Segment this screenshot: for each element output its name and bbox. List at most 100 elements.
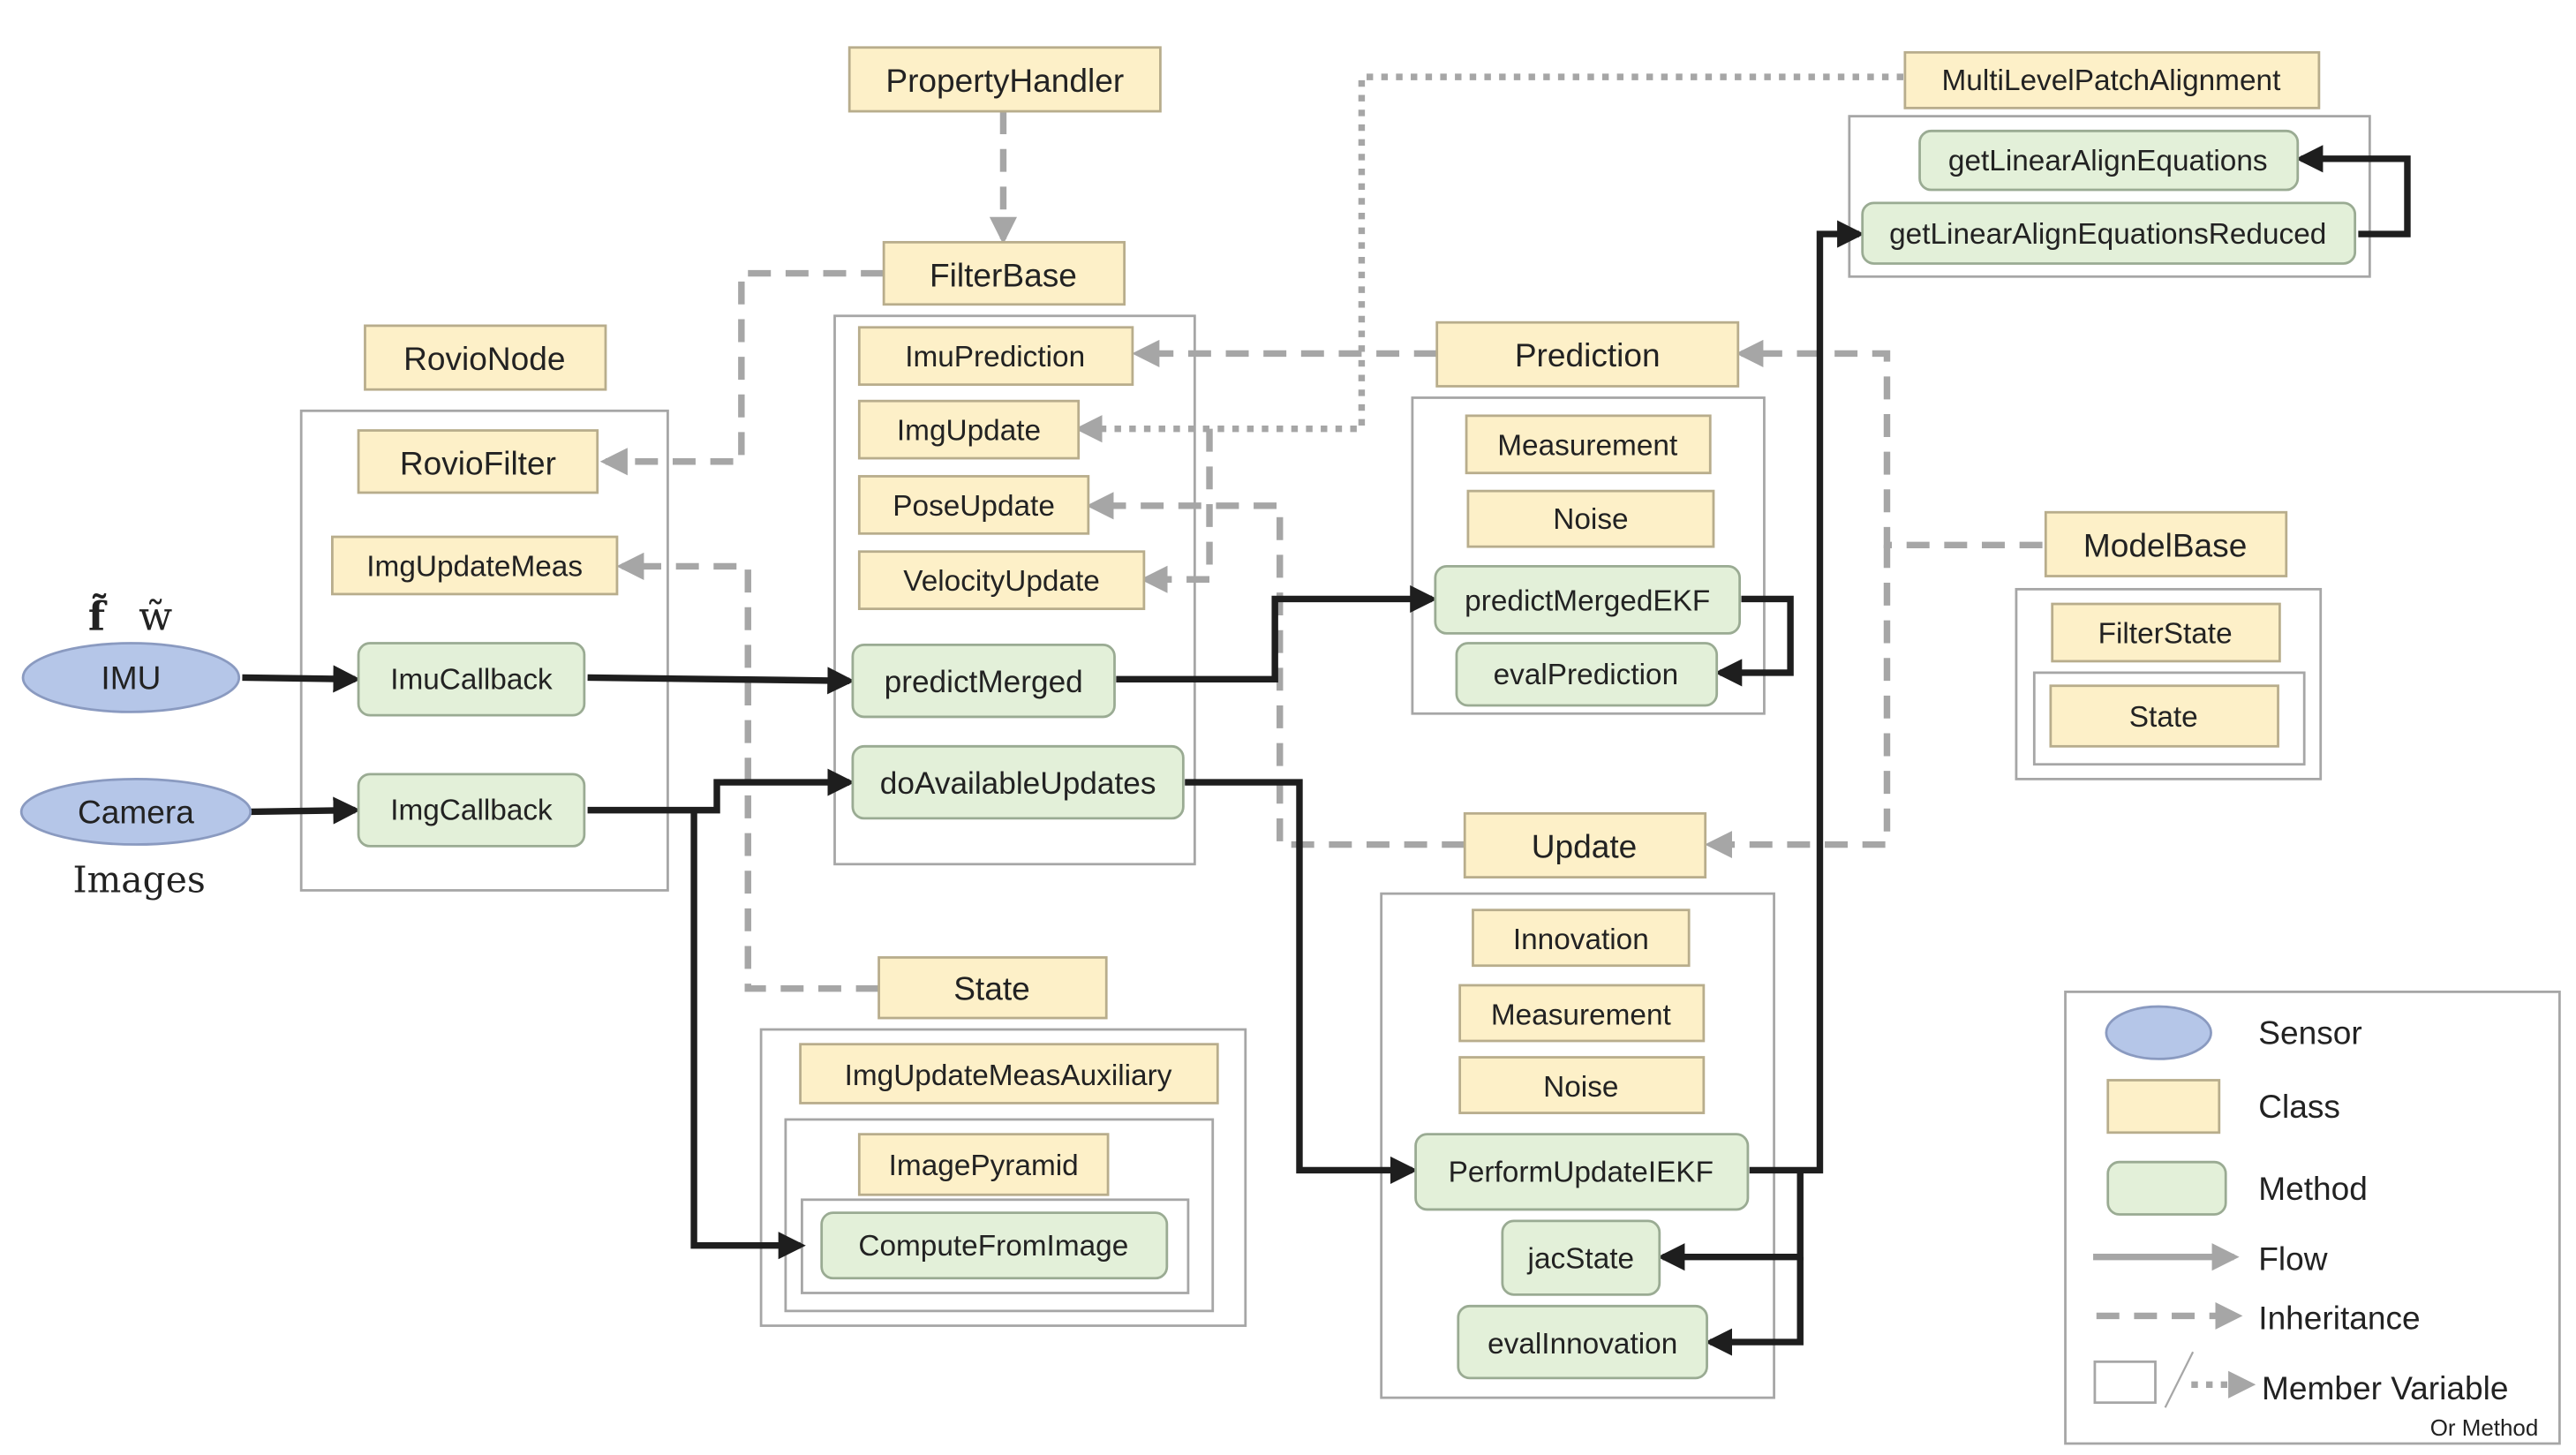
filter-base-container [833, 314, 1196, 866]
sensor-imu-shape [21, 642, 241, 713]
class-prediction-noise-label: Noise [1553, 503, 1628, 536]
class-prediction-label: Prediction [1515, 336, 1661, 373]
sensor-camera: Camera [19, 778, 252, 846]
method-get-linear-align-equations-reduced-box [1861, 201, 2357, 265]
method-eval-innovation-box [1457, 1304, 1708, 1380]
method-img-callback: ImgCallback [357, 773, 586, 848]
method-do-available-updates: doAvailableUpdates [851, 744, 1185, 820]
class-innovation-label: Innovation [1513, 924, 1649, 956]
class-rovio-node-box [364, 324, 607, 391]
method-eval-prediction-label: evalPrediction [1494, 659, 1679, 691]
class-prediction-box [1435, 320, 1740, 388]
class-state: State [877, 956, 1108, 1020]
legend-inheritance-label: Inheritance [2258, 1299, 2420, 1336]
class-filter-state-box [2051, 602, 2281, 663]
method-eval-prediction-box [1455, 642, 1719, 707]
class-update-box [1463, 811, 1707, 879]
class-velocity-update: VelocityUpdate [857, 550, 1146, 610]
class-model-state-box [2049, 684, 2279, 748]
flow-performupdateiekf-patchalignment [1749, 220, 1865, 1174]
member-arrows [1074, 73, 1904, 443]
legend-flow-label: Flow [2258, 1240, 2327, 1278]
inherit-filterbase-roviofilter [599, 269, 885, 476]
class-update-label: Update [1532, 827, 1638, 864]
patch-alignment-container [1848, 115, 2371, 278]
method-jac-state-box [1501, 1219, 1661, 1296]
containers [299, 115, 2371, 1399]
class-filter-state-label: FilterState [2098, 618, 2233, 651]
method-img-callback-label: ImgCallback [390, 795, 553, 827]
class-update-measurement-label: Measurement [1491, 999, 1672, 1031]
class-imu-prediction-box [857, 326, 1134, 387]
class-filter-state: FilterState [2051, 602, 2281, 663]
class-property-handler-label: PropertyHandler [885, 62, 1124, 99]
method-eval-prediction: evalPrediction [1455, 642, 1719, 707]
class-filter-base-box [882, 240, 1126, 306]
method-get-linear-align-equations: getLinearAlignEquations [1918, 129, 2300, 192]
class-filter-base: FilterBase [882, 240, 1126, 306]
method-predict-merged-ekf-box [1434, 565, 1742, 635]
model-base-container [2015, 587, 2323, 780]
method-do-available-updates-label: doAvailableUpdates [880, 766, 1156, 801]
class-pose-update-label: PoseUpdate [893, 490, 1055, 523]
method-jac-state-label: jacState [1527, 1243, 1635, 1276]
method-get-linear-align-equations-reduced-label: getLinearAlignEquationsReduced [1889, 218, 2326, 251]
member-patchalignment-imgupdate [1074, 73, 1904, 443]
class-update-measurement: Measurement [1458, 984, 1706, 1043]
state-container [759, 1028, 1247, 1327]
method-compute-from-image-box [820, 1211, 1169, 1280]
class-innovation: Innovation [1472, 908, 1691, 968]
class-update-noise: Noise [1458, 1056, 1706, 1114]
method-imu-callback: ImuCallback [357, 642, 586, 717]
image-pyramid-container [784, 1118, 1215, 1313]
class-model-state-label: State [2129, 701, 2198, 734]
inherit-modelbase-prediction [1736, 339, 2043, 549]
legend-member-label: Member Variable [2262, 1369, 2508, 1406]
class-filter-base-label: FilterBase [930, 256, 1077, 293]
flow-arrows [242, 145, 2411, 1356]
class-model-base-box [2044, 510, 2288, 577]
sensor-camera-shape [19, 778, 252, 846]
method-get-linear-align-equations-reduced: getLinearAlignEquationsReduced [1861, 201, 2357, 265]
update-container [1380, 892, 1775, 1399]
legend-class-label: Class [2258, 1088, 2340, 1125]
class-image-pyramid-label: ImagePyramid [889, 1150, 1079, 1182]
method-get-linear-align-equations-label: getLinearAlignEquations [1948, 145, 2268, 177]
class-model-state: State [2049, 684, 2279, 748]
class-image-pyramid-box [857, 1133, 1110, 1196]
class-multi-level-patch-alignment-box [1903, 50, 2321, 109]
class-imu-prediction-label: ImuPrediction [905, 341, 1085, 373]
inherit-modelbase-update [1705, 545, 1891, 859]
rovio-node-container [299, 409, 669, 892]
class-rovio-node-label: RovioNode [403, 340, 565, 377]
method-do-available-updates-box [851, 744, 1185, 820]
method-get-linear-align-equations-box [1918, 129, 2300, 192]
method-predict-merged: predictMerged [851, 643, 1116, 719]
method-eval-innovation-label: evalInnovation [1488, 1328, 1677, 1361]
class-prediction-noise: Noise [1466, 489, 1715, 548]
class-pose-update: PoseUpdate [857, 475, 1090, 535]
sensor-imu-label: IMU [101, 659, 161, 696]
legend-member-sub-label: Or Method [2430, 1416, 2539, 1441]
class-pose-update-box [857, 475, 1090, 535]
flow-imu-imucallback [242, 665, 361, 693]
class-img-update-label: ImgUpdate [897, 415, 1041, 448]
legend-class-swatch [2106, 1079, 2221, 1135]
class-velocity-update-label: VelocityUpdate [903, 565, 1100, 598]
method-predict-merged-ekf-label: predictMergedEKF [1465, 584, 1710, 617]
class-img-update-box [857, 399, 1081, 460]
legend-sensor-label: Sensor [2258, 1014, 2361, 1052]
class-state-label: State [953, 970, 1030, 1007]
class-prediction: Prediction [1435, 320, 1740, 388]
method-compute-from-image-label: ComputeFromImage [858, 1230, 1128, 1263]
flow-performupdateiekf-evalinnovation [1705, 1256, 1804, 1356]
class-rovio-filter: RovioFilter [357, 429, 599, 494]
legend-method-swatch [2106, 1160, 2227, 1216]
method-img-callback-box [357, 773, 586, 848]
class-update-measurement-box [1458, 984, 1706, 1043]
prediction-container [1411, 396, 1766, 715]
class-update-noise-box [1458, 1056, 1706, 1114]
filter-state-container [2032, 671, 2306, 766]
flow-doavailableupdates-performupdateiekf [1185, 779, 1419, 1185]
legend-member-divider [2164, 1351, 2195, 1408]
